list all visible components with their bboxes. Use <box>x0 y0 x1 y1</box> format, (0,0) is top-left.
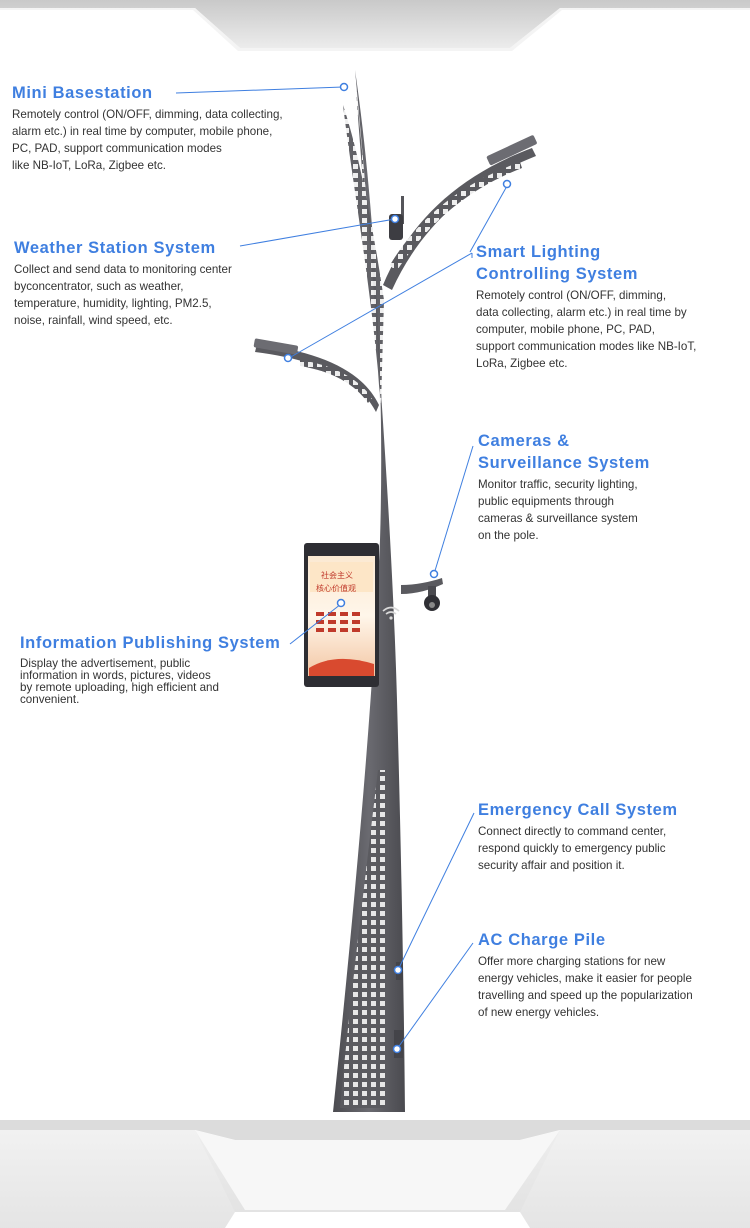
feature-description: Connect directly to command center, resp… <box>478 825 667 872</box>
wifi-icon <box>382 606 400 615</box>
feature-title: Emergency Call System <box>478 801 678 819</box>
feature-information-publishing: Information Publishing System Display th… <box>20 632 310 706</box>
feature-title: Information Publishing System <box>20 634 281 652</box>
feature-description: Collect and send data to monitoring cent… <box>14 263 232 327</box>
feature-smart-lighting: Smart Lighting Controlling System Remote… <box>476 241 746 372</box>
right-lamp-head <box>486 135 537 166</box>
left-lamp-arm-perforation <box>300 360 372 403</box>
camera-mount <box>428 586 436 596</box>
callout-lines <box>175 86 508 1050</box>
feature-title: Weather Station System <box>14 239 216 257</box>
feature-description: Monitor traffic, security lighting, publ… <box>478 478 638 542</box>
left-lamp-head <box>253 338 299 355</box>
feature-title: Mini Basestation <box>12 84 153 102</box>
feature-description: Display the advertisement, public inform… <box>20 657 219 706</box>
camera-bracket <box>401 578 443 594</box>
feature-description: Offer more charging stations for new ene… <box>478 955 693 1019</box>
feature-description: Remotely control (ON/OFF, dimming, data … <box>476 289 697 370</box>
feature-cameras-surveillance: Cameras & Surveillance System Monitor tr… <box>478 430 738 544</box>
feature-mini-basestation: Mini Basestation Remotely control (ON/OF… <box>12 82 342 174</box>
right-lamp-arm-perforation <box>390 162 522 272</box>
feature-title-line2: Controlling System <box>476 265 639 283</box>
feature-title-line2: Surveillance System <box>478 454 650 472</box>
pole-perforated-panel-lower <box>340 770 389 1108</box>
feature-ac-charge-pile: AC Charge Pile Offer more charging stati… <box>478 929 748 1021</box>
charge-pile-unit <box>394 1030 403 1058</box>
right-lamp-arm <box>383 148 536 290</box>
top-decorative-band <box>0 0 750 51</box>
info-screen-line1: 社会主义 <box>321 570 353 580</box>
feature-title-line1: Smart Lighting <box>476 243 601 261</box>
feature-title-line1: Cameras & <box>478 432 570 450</box>
info-screen-grid <box>316 612 360 632</box>
info-screen-line2: 核心价值观 <box>316 583 356 593</box>
feature-title: AC Charge Pile <box>478 931 606 949</box>
pole-perforated-panel-upper <box>343 88 384 405</box>
feature-description: Remotely control (ON/OFF, dimming, data … <box>12 108 283 172</box>
feature-emergency-call: Emergency Call System Connect directly t… <box>478 799 738 874</box>
left-lamp-arm <box>255 344 379 412</box>
callout-markers <box>283 82 512 1054</box>
antenna <box>401 196 404 224</box>
feature-weather-station: Weather Station System Collect and send … <box>14 237 304 329</box>
bottom-decorative-band <box>0 1120 750 1228</box>
